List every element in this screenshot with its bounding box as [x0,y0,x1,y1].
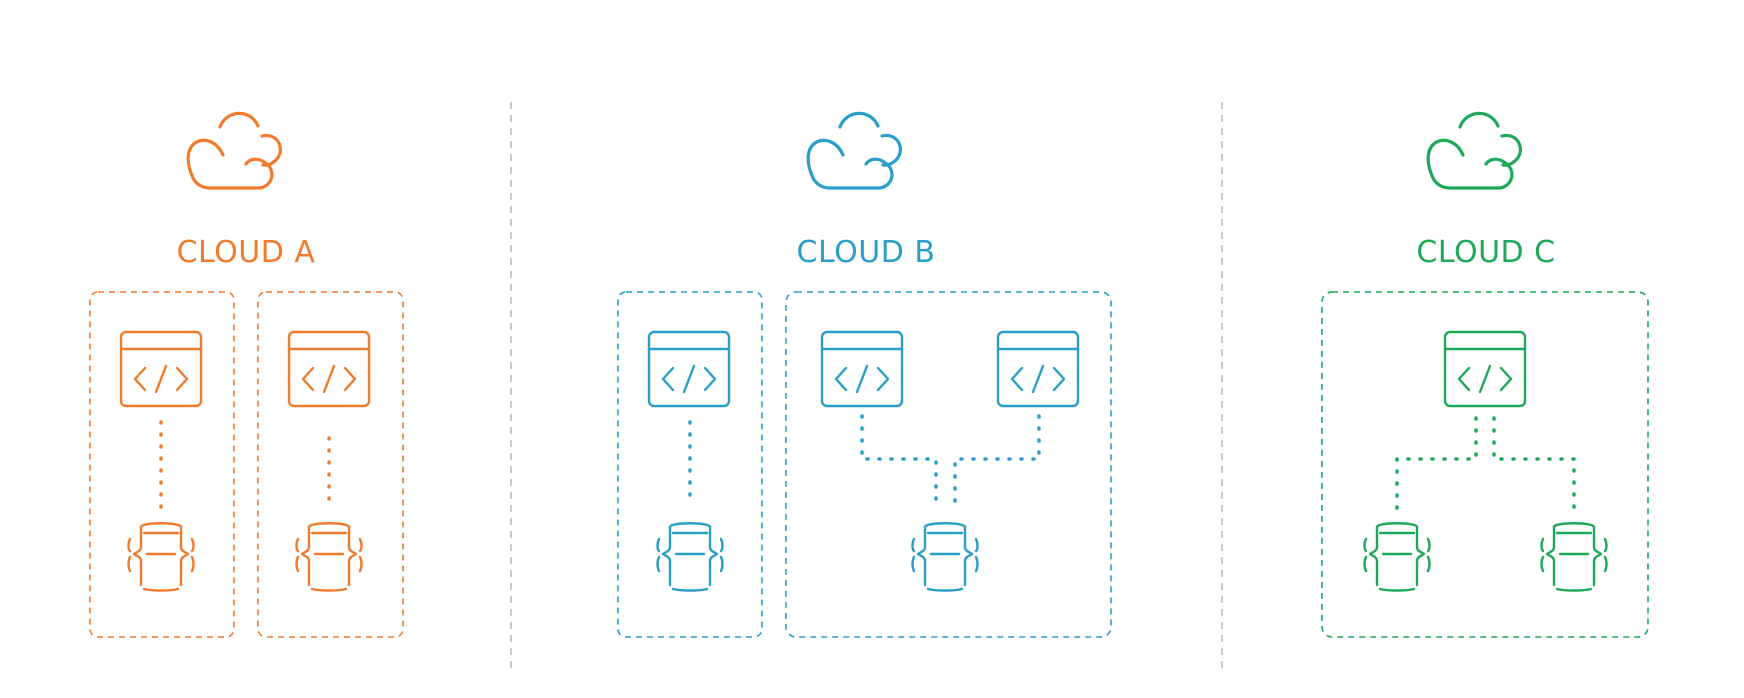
cloud-icon [1426,111,1523,190]
connector-line [953,414,1041,507]
database-icon [127,522,195,592]
database-icon [1363,522,1431,592]
cloud-icon [186,111,283,190]
cloud-a-title: CLOUD A [177,235,316,270]
cloud-c-group-1 [1321,291,1649,638]
cloud-a-group-2 [257,291,404,638]
cloud-b-group-2 [785,291,1112,638]
cloud-b-group-1 [617,291,763,638]
code-window-icon [996,330,1080,408]
code-window-icon [820,330,904,408]
database-icon [295,522,363,592]
cloud-c-title: CLOUD C [1416,235,1555,270]
cloud-a-group-1 [89,291,235,638]
connector-line [860,414,938,507]
code-window-icon [287,330,371,408]
cloud-c-section: CLOUD C [1321,111,1649,638]
cloud-b-section: CLOUD B [617,111,1112,638]
code-window-icon [1443,330,1527,408]
code-window-icon [119,330,203,408]
cloud-a-section: CLOUD A [89,111,404,638]
cloud-b-title: CLOUD B [797,235,936,270]
cloud-icon [806,111,903,190]
database-icon [656,522,724,592]
database-icon [1540,522,1608,592]
connector-line [1395,416,1478,510]
code-window-icon [647,330,731,408]
database-icon [911,522,979,592]
connector-line [1492,416,1576,510]
